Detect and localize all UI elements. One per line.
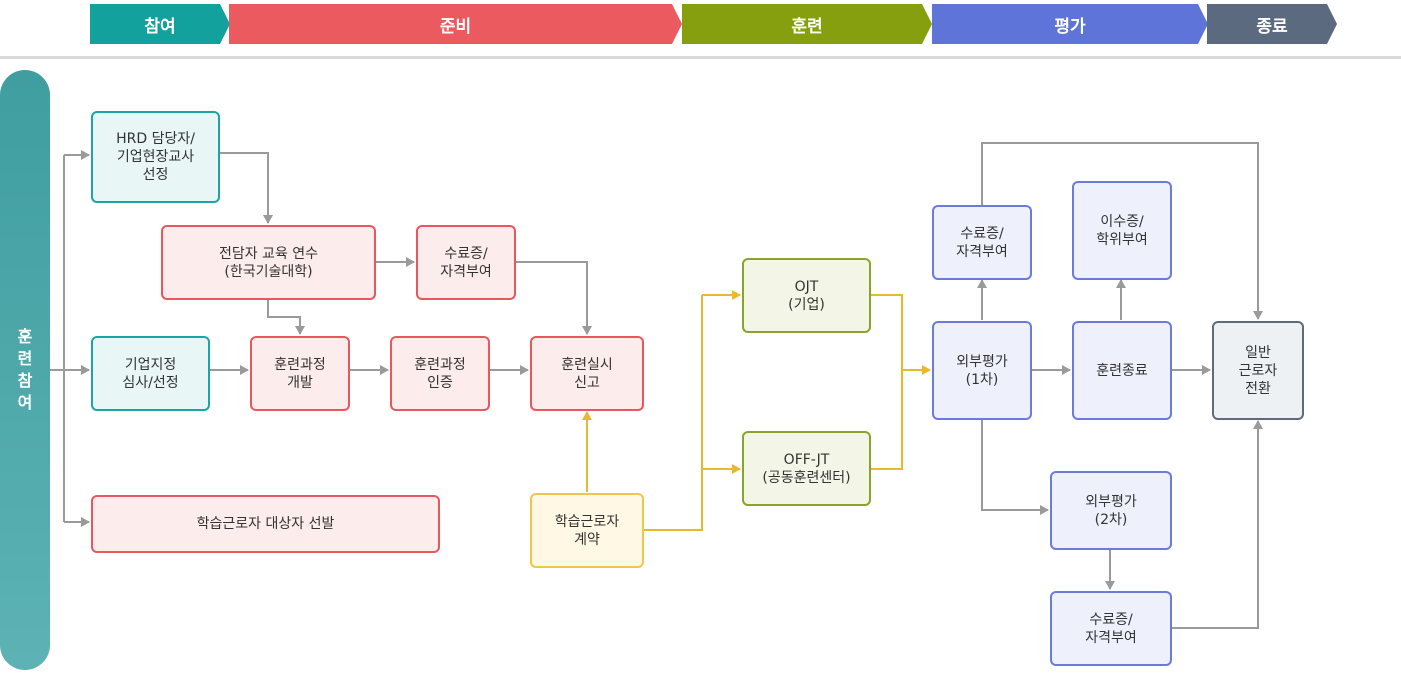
box-course-certification: 훈련과정 인증 (390, 336, 490, 411)
phase-participation-label: 참여 (144, 16, 176, 37)
box-external-eval-2: 외부평가 (2차) (1050, 471, 1172, 550)
sidebar-char: 훈 (17, 327, 33, 346)
box-training-report: 훈련실시 신고 (530, 336, 644, 411)
phase-preparation: 준비 (229, 4, 682, 44)
box-cert-eval-bottom: 수료증/ 자격부여 (1050, 591, 1172, 666)
arrow-ojt-out (871, 294, 903, 470)
box-learner-contract: 학습근로자 계약 (530, 493, 644, 568)
box-general-worker: 일반 근로자 전환 (1212, 321, 1304, 420)
box-ojt: OJT (기업) (742, 258, 871, 333)
arrow-eval1-to-eval2 (981, 420, 1049, 515)
arrow-cert-to-report (515, 261, 592, 335)
box-training-end: 훈련종료 (1072, 321, 1172, 420)
phase-evaluation: 평가 (932, 4, 1208, 44)
arrow-staff-to-development (267, 299, 305, 335)
arrow-cert-bottom-to-general (1171, 420, 1263, 629)
sidebar-char: 련 (17, 349, 33, 368)
box-cert-prep: 수료증/ 자격부여 (416, 225, 516, 300)
phase-training: 훈련 (682, 4, 932, 44)
sidebar-char: 참 (17, 371, 33, 390)
phase-preparation-label: 준비 (439, 16, 472, 37)
box-hrd-selection: HRD 담당자/ 기업현장교사 선정 (91, 111, 220, 203)
phase-completion: 종료 (1207, 4, 1337, 44)
phase-completion-label: 종료 (1256, 16, 1288, 37)
arrow-hrd-to-staff (219, 152, 273, 224)
header-divider (0, 56, 1401, 59)
box-completion-degree: 이수증/ 학위부여 (1072, 181, 1172, 280)
box-company-designation: 기업지정 심사/선정 (91, 336, 210, 411)
phase-training-label: 훈련 (791, 16, 823, 37)
box-staff-training: 전담자 교육 연수 (한국기술대학) (161, 225, 376, 300)
box-external-eval-1: 외부평가 (1차) (932, 321, 1032, 420)
phase-evaluation-label: 평가 (1054, 16, 1086, 37)
phase-participation: 참여 (90, 4, 230, 44)
arrow-cert-top-to-general (981, 142, 1263, 320)
box-learner-selection: 학습근로자 대상자 선발 (91, 495, 440, 553)
box-course-development: 훈련과정 개발 (250, 336, 350, 411)
sidebar-char: 여 (17, 393, 33, 412)
box-offjt: OFF-JT (공동훈련센터) (742, 431, 871, 506)
box-cert-eval-top: 수료증/ 자격부여 (932, 205, 1032, 280)
arrow-contract-to-training (643, 295, 703, 531)
